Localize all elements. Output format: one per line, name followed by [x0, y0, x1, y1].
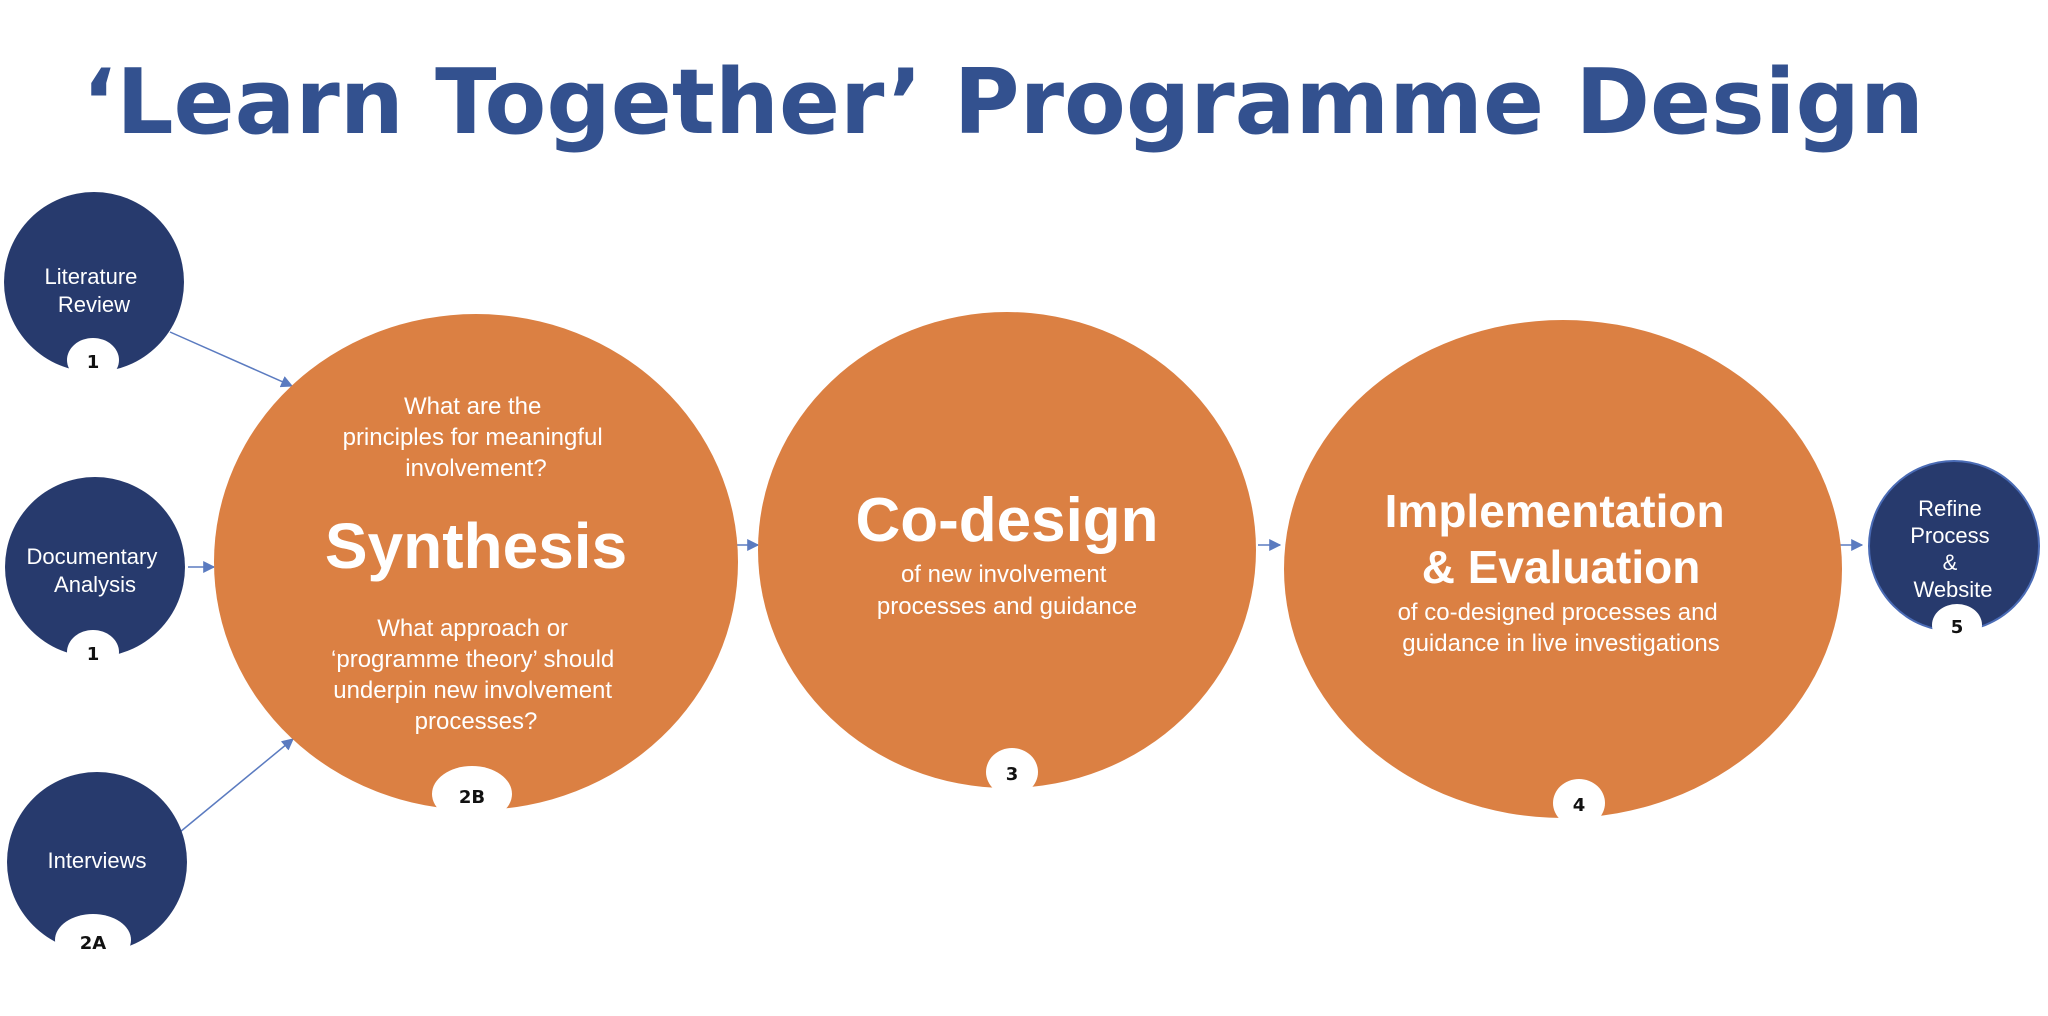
refine-label-line-2: Process — [1910, 523, 1989, 548]
documentary-analysis-label-line-2: Analysis — [54, 572, 136, 597]
implementation-heading-line-2: & Evaluation — [1422, 541, 1701, 593]
literature-review-circle — [4, 192, 184, 372]
co-design-subtitle-line-2: processes and guidance — [877, 593, 1137, 620]
synthesis-question-bottom: What approach or ‘programme theory’ shou… — [331, 615, 621, 735]
implementation-subtitle: of co-designed processes and guidance in… — [1398, 599, 1725, 657]
node-interviews: Interviews 2A — [7, 772, 187, 966]
interviews-badge — [55, 914, 131, 966]
documentary-analysis-label-line-1: Documentary — [27, 544, 158, 569]
synthesis-question-top: What are the principles for meaningful i… — [343, 393, 610, 482]
arrow-interviews-to-synthesis — [179, 738, 294, 833]
implementation-subtitle-line-2: guidance in live investigations — [1402, 630, 1720, 657]
refine-badge — [1932, 604, 1982, 646]
co-design-circle — [758, 312, 1256, 788]
co-design-badge — [986, 748, 1038, 796]
literature-review-label-line-1: Literature — [44, 264, 137, 289]
documentary-analysis-badge — [67, 630, 119, 674]
co-design-subtitle-line-1: of new involvement — [901, 561, 1107, 588]
implementation-heading: Implementation & Evaluation — [1385, 485, 1738, 593]
synthesis-circle — [214, 314, 738, 810]
implementation-badge-number: 4 — [1573, 795, 1586, 816]
arrow-literature-to-synthesis — [169, 331, 294, 388]
refine-badge-number: 5 — [1951, 617, 1964, 638]
synthesis-question-bottom-line-3: underpin new involvement — [333, 677, 612, 704]
synthesis-heading: Synthesis — [325, 510, 627, 582]
synthesis-question-top-line-2: principles for meaningful — [343, 424, 603, 451]
node-documentary-analysis: Documentary Analysis 1 — [5, 477, 185, 674]
synthesis-badge — [432, 766, 512, 822]
refine-label-line-3: & — [1943, 550, 1958, 575]
synthesis-badge-number: 2B — [459, 787, 485, 808]
interviews-label: Interviews — [47, 848, 146, 873]
synthesis-question-bottom-line-2: ‘programme theory’ should — [331, 646, 614, 673]
literature-review-badge — [67, 338, 119, 382]
node-co-design: Co-design of new involvement processes a… — [758, 312, 1256, 796]
node-implementation-evaluation: Implementation & Evaluation of co-design… — [1284, 320, 1842, 827]
co-design-heading: Co-design — [855, 486, 1158, 555]
documentary-analysis-label: Documentary Analysis — [27, 544, 164, 597]
synthesis-question-bottom-line-4: processes? — [415, 708, 538, 735]
implementation-badge — [1553, 779, 1605, 827]
interviews-circle — [7, 772, 187, 952]
documentary-analysis-badge-number: 1 — [87, 644, 100, 665]
literature-review-badge-number: 1 — [87, 352, 100, 373]
documentary-analysis-circle — [5, 477, 185, 657]
implementation-heading-line-1: Implementation — [1385, 485, 1725, 537]
synthesis-question-bottom-line-1: What approach or — [377, 615, 568, 642]
refine-label: Refine Process & Website — [1910, 496, 1996, 602]
node-synthesis: What are the principles for meaningful i… — [214, 314, 738, 822]
refine-label-line-1: Refine — [1918, 496, 1982, 521]
node-refine-process-website: Refine Process & Website 5 — [1868, 460, 2040, 646]
connector-arrows — [169, 331, 1864, 833]
co-design-badge-number: 3 — [1006, 764, 1019, 785]
implementation-circle — [1284, 320, 1842, 818]
literature-review-label-line-2: Review — [58, 292, 130, 317]
interviews-badge-number: 2A — [80, 933, 107, 954]
co-design-subtitle: of new involvement processes and guidanc… — [877, 561, 1137, 620]
synthesis-question-top-line-1: What are the — [404, 393, 541, 420]
synthesis-question-top-line-3: involvement? — [405, 455, 546, 482]
page-title: ‘Learn Together’ Programme Design — [82, 50, 1924, 155]
node-literature-review: Literature Review 1 — [4, 192, 184, 382]
literature-review-label: Literature Review — [44, 264, 143, 317]
refine-label-line-4: Website — [1913, 577, 1992, 602]
implementation-subtitle-line-1: of co-designed processes and — [1398, 599, 1718, 626]
